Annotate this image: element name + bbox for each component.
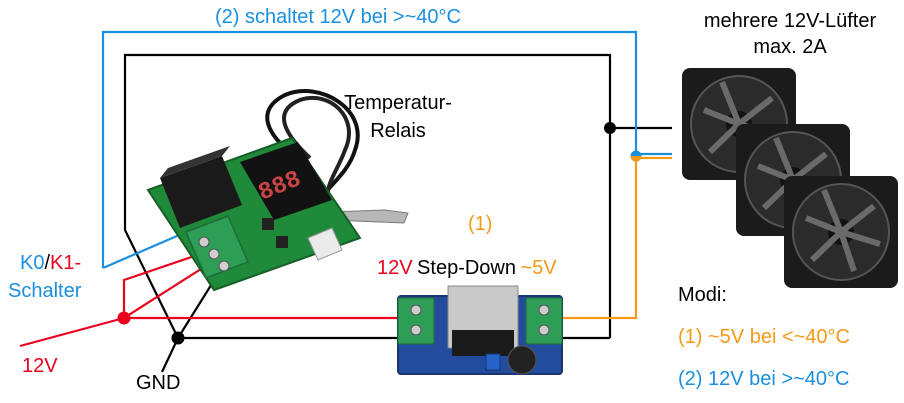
stepdown-title: 12V Step-Down ~5V: [377, 257, 557, 279]
power-12v-label: 12V: [22, 355, 58, 377]
switch-contacts-label: K0/K1-: [20, 252, 81, 274]
modes-heading: Modi:: [678, 284, 727, 306]
step-down-converter-board-icon: [397, 285, 563, 375]
temperature-relay-board-icon: 888: [146, 136, 362, 292]
stepdown-input-voltage: 12V: [377, 257, 413, 279]
schalter-label: Schalter: [8, 280, 82, 302]
gnd-label: GND: [136, 372, 181, 394]
relay-label-line2: Relais: [370, 120, 426, 142]
black-wire-loop: [123, 53, 612, 340]
stepdown-mode-number: (1): [468, 213, 493, 235]
blue-wire: [101, 30, 672, 268]
fans-label-line1: mehrere 12V-Lüfter: [703, 10, 877, 32]
temperature-probe-icon: [265, 89, 409, 224]
red-wire-to-relay: [123, 261, 213, 319]
junction-dot-gnd: [171, 331, 185, 345]
junction-dot-black-top: [604, 122, 616, 134]
junction-dot-orange-half: [630, 156, 642, 162]
fans-label-line2: max. 2A: [753, 36, 827, 58]
red-wire-branch: [122, 248, 213, 318]
orange-wire: [560, 158, 638, 320]
blue-wire-label: (2) schaltet 12V bei >~40°C: [215, 6, 461, 28]
red-wire-lead: [19, 316, 125, 348]
relay-label-line1: Temperatur-: [344, 92, 452, 114]
stepdown-name: Step-Down: [417, 257, 516, 279]
k1-label: K1-: [50, 252, 82, 274]
cooling-fan-icon: [784, 176, 898, 288]
junction-dot-red: [117, 311, 131, 325]
stepdown-output-voltage: ~5V: [520, 257, 557, 279]
slash-label: /: [44, 252, 51, 274]
mode-2-label: (2) 12V bei >~40°C: [678, 368, 850, 390]
k0-label: K0: [20, 252, 45, 274]
mode-1-label: (1) ~5V bei <~40°C: [678, 326, 850, 348]
